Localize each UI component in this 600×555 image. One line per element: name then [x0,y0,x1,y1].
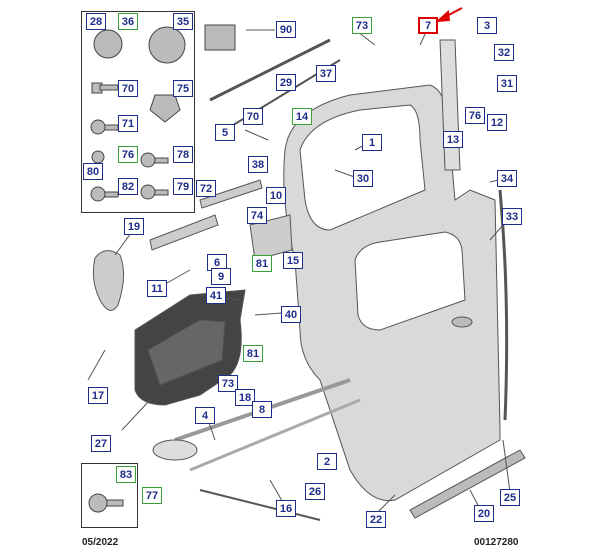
grommet-35 [148,26,186,64]
callout-11[interactable]: 11 [147,280,167,297]
callout-41[interactable]: 41 [206,287,226,304]
callout-17[interactable]: 17 [88,387,108,404]
callout-25[interactable]: 25 [500,489,520,506]
callout-36[interactable]: 36 [118,13,138,30]
door-handle [451,316,473,328]
callout-28[interactable]: 28 [86,13,106,30]
callout-81-mid[interactable]: 81 [243,345,263,362]
callout-73-top[interactable]: 73 [352,17,372,34]
door-lower-window [354,231,466,331]
hardware-group-83 [81,463,138,528]
callout-37[interactable]: 37 [316,65,336,82]
upper-rail [209,38,331,102]
callout-83[interactable]: 83 [116,466,136,483]
callout-71[interactable]: 71 [118,115,138,132]
callout-22[interactable]: 22 [366,511,386,528]
callout-5[interactable]: 5 [215,124,235,141]
bolt-79-head [140,184,156,200]
callout-76-right[interactable]: 76 [465,107,485,124]
callout-32[interactable]: 32 [494,44,514,61]
footer-date: 05/2022 [82,537,119,548]
callout-18[interactable]: 18 [235,389,255,406]
callout-35[interactable]: 35 [173,13,193,30]
callout-73-bottom[interactable]: 73 [218,375,238,392]
callout-20[interactable]: 20 [474,505,494,522]
callout-40[interactable]: 40 [281,306,301,323]
callout-12[interactable]: 12 [487,114,507,131]
callout-82[interactable]: 82 [118,178,138,195]
bolt-71-head [90,119,106,135]
callout-78[interactable]: 78 [173,146,193,163]
callout-70[interactable]: 70 [243,108,263,125]
callout-29[interactable]: 29 [276,74,296,91]
callout-16[interactable]: 16 [276,500,296,517]
rail-72 [199,179,263,209]
callout-14[interactable]: 14 [292,108,312,125]
callout-72[interactable]: 72 [196,180,216,197]
bolt-82-head [90,186,106,202]
callout-34[interactable]: 34 [497,170,517,187]
callout-75[interactable]: 75 [173,80,193,97]
gasket-77 [152,439,198,461]
hardware-group-top [81,11,195,213]
seal-strip-16 [199,489,321,521]
callout-31[interactable]: 31 [497,75,517,92]
callout-15[interactable]: 15 [283,252,303,269]
nut-75 [149,94,181,123]
callout-13[interactable]: 13 [443,131,463,148]
callout-2[interactable]: 2 [317,453,337,470]
footer-ref: 00127280 [474,537,519,548]
bolt-78-head [140,152,156,168]
door-window [299,104,426,231]
bottom-strip-20 [409,449,526,519]
bolt-83-head [88,493,108,513]
callout-80[interactable]: 80 [83,163,103,180]
callout-76-box[interactable]: 76 [118,146,138,163]
rail-11 [149,214,219,251]
callout-81-top[interactable]: 81 [252,255,272,272]
callout-79[interactable]: 79 [173,178,193,195]
part-19-trim [92,250,124,311]
plug-28 [93,29,123,59]
callout-1[interactable]: 1 [362,134,382,151]
callout-10[interactable]: 10 [266,187,286,204]
callout-77[interactable]: 77 [142,487,162,504]
part-10-bracket [249,214,293,261]
clips-90 [204,24,236,51]
callout-8[interactable]: 8 [252,401,272,418]
callout-30[interactable]: 30 [353,170,373,187]
callout-7[interactable]: 7 [418,17,438,34]
callout-9[interactable]: 9 [211,268,231,285]
callout-33[interactable]: 33 [502,208,522,225]
callout-74[interactable]: 74 [247,207,267,224]
sill-trim-2 [189,398,361,472]
callout-38[interactable]: 38 [248,156,268,173]
callout-70-box[interactable]: 70 [118,80,138,97]
callout-19[interactable]: 19 [124,218,144,235]
callout-26[interactable]: 26 [305,483,325,500]
callout-90[interactable]: 90 [276,21,296,38]
callout-4[interactable]: 4 [195,407,215,424]
callout-3[interactable]: 3 [477,17,497,34]
callout-27[interactable]: 27 [91,435,111,452]
